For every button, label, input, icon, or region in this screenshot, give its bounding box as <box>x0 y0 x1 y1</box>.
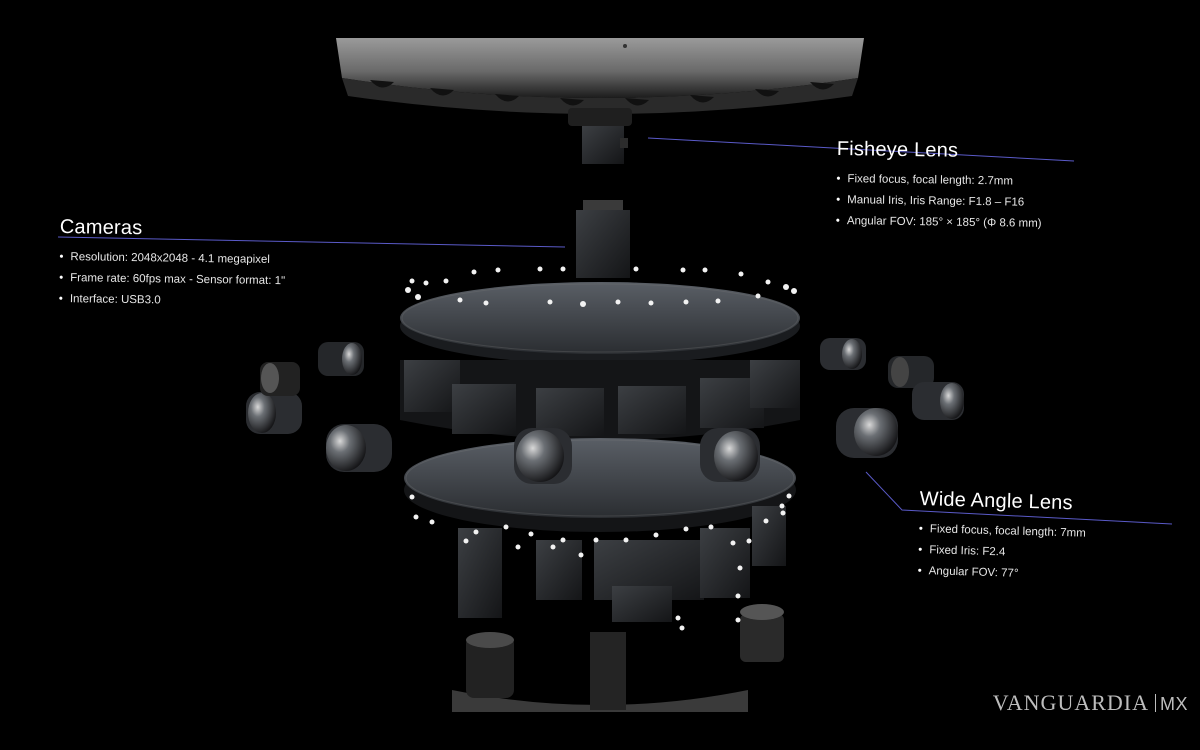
cameras-spec-list: Resolution: 2048x2048 - 4.1 megapixel Fr… <box>59 247 286 313</box>
fisheye-spec-list: Fixed focus, focal length: 2.7mm Manual … <box>836 169 1043 235</box>
bottom-base <box>452 604 784 712</box>
upper-plate <box>400 282 800 364</box>
leader-lines <box>57 137 1173 525</box>
watermark-suffix: MX <box>1160 694 1188 714</box>
watermark-brand: VANGUARDIA <box>992 690 1149 715</box>
lower-cameras <box>458 506 786 622</box>
wide-angle-lens-title: Wide Angle Lens <box>919 488 1074 515</box>
wide-angle-spec-list: Fixed focus, focal length: 7mm Fixed Iri… <box>917 519 1086 587</box>
cameras-spec-interface: Interface: USB3.0 <box>59 289 285 313</box>
screws <box>405 266 797 631</box>
fisheye-lens-callout: Fisheye Lens Fixed focus, focal length: … <box>836 138 1043 235</box>
camera-ring <box>400 360 800 440</box>
watermark-separator <box>1155 694 1156 712</box>
cameras-callout: Cameras Resolution: 2048x2048 - 4.1 mega… <box>59 216 286 313</box>
vanguardia-watermark: VANGUARDIA MX <box>993 690 1188 716</box>
wide-angle-lenses <box>246 338 964 484</box>
fisheye-spec-fov: Angular FOV: 185° × 185° (Φ 8.6 mm) <box>836 211 1042 235</box>
lower-plate <box>404 438 796 532</box>
fisheye-lens-title: Fisheye Lens <box>836 138 959 162</box>
fisheye-spec-iris: Manual Iris, Iris Range: F1.8 – F16 <box>836 190 1042 214</box>
cameras-title: Cameras <box>59 216 143 240</box>
fisheye-lens <box>568 108 632 164</box>
fisheye-spec-focus: Fixed focus, focal length: 2.7mm <box>836 169 1042 193</box>
top-dome <box>336 38 864 114</box>
center-camera <box>576 200 630 278</box>
wide-angle-lens-callout: Wide Angle Lens Fixed focus, focal lengt… <box>917 488 1087 587</box>
